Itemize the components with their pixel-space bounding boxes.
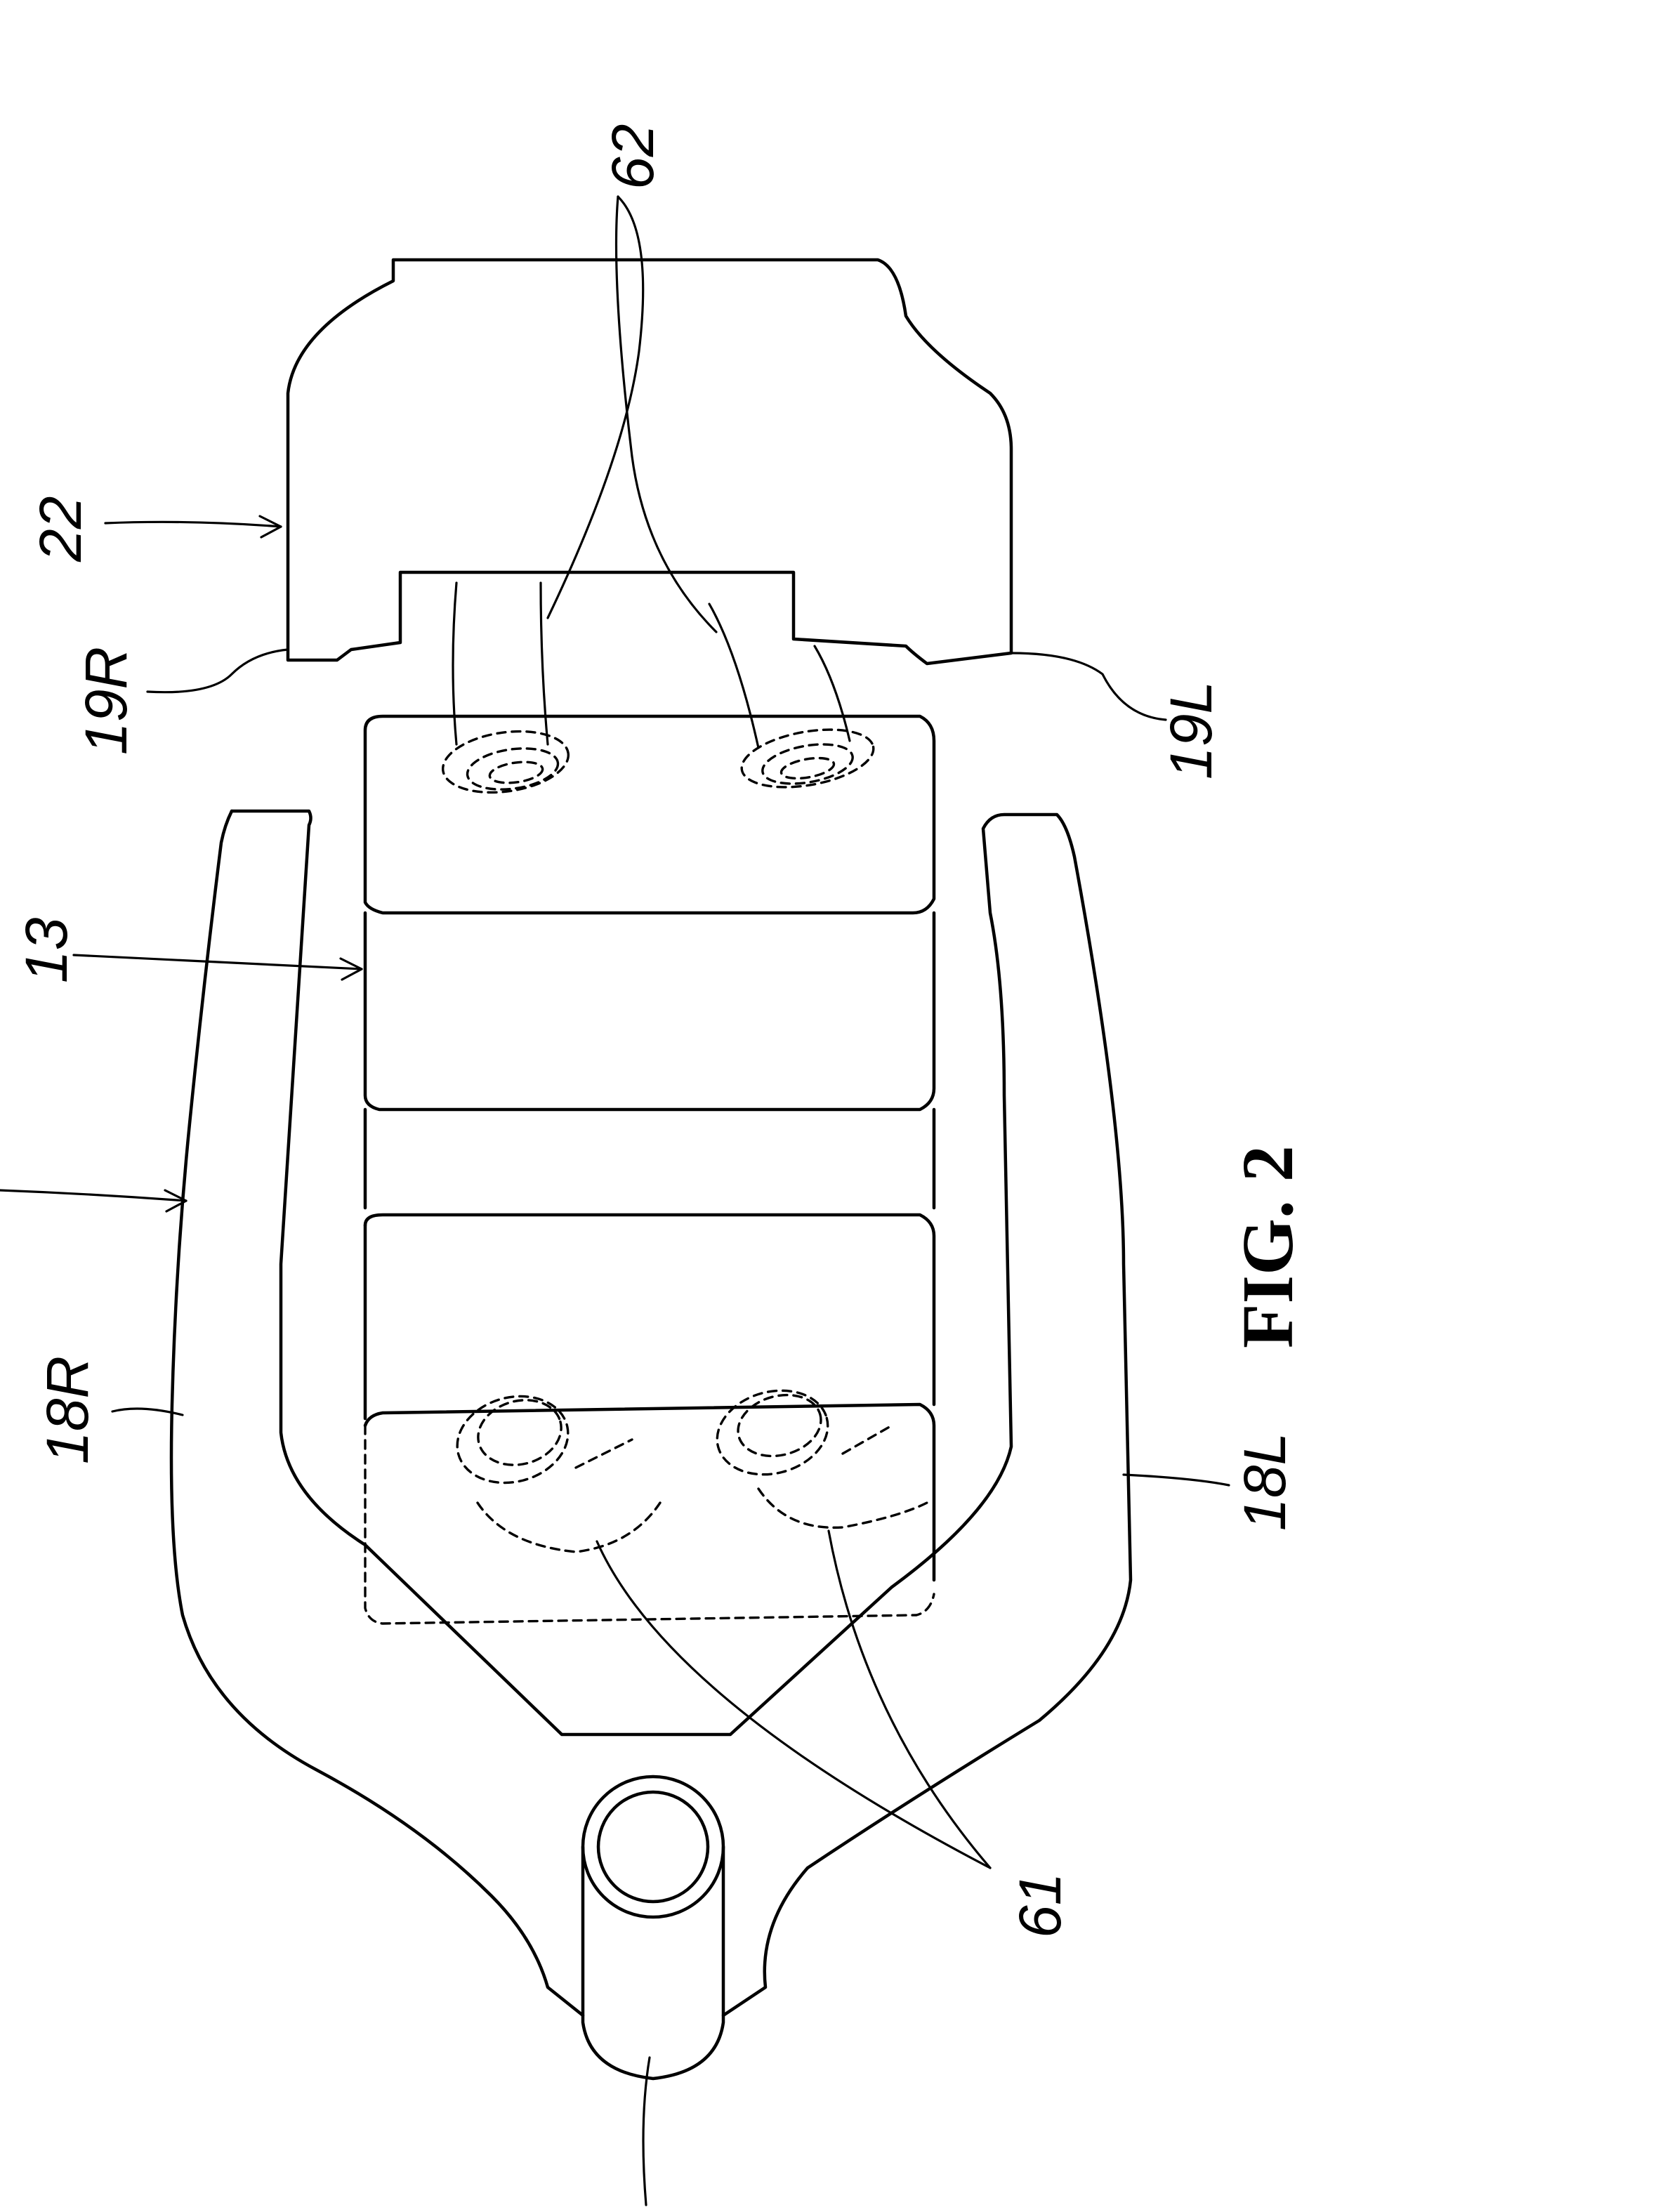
label-18L: 18L [1232,1433,1298,1531]
label-19R: 19R [73,647,139,755]
outer-frame-22 [286,258,1013,666]
label-61: 61 [1007,1873,1073,1938]
lower-ports-61 [456,1389,928,1553]
pipe [581,1775,725,2081]
label-18R: 18R [34,1356,100,1464]
label-62: 62 [600,124,666,190]
label-22: 22 [27,496,93,562]
figure-caption: FIG. 2 [1228,1145,1308,1348]
inner-body-13 [363,714,936,1625]
upper-ports-62 [441,581,875,794]
arm-assembly-18 [169,809,1133,2017]
label-13: 13 [13,918,79,983]
leader-lines [0,195,1230,2206]
label-19L: 19L [1158,681,1224,779]
